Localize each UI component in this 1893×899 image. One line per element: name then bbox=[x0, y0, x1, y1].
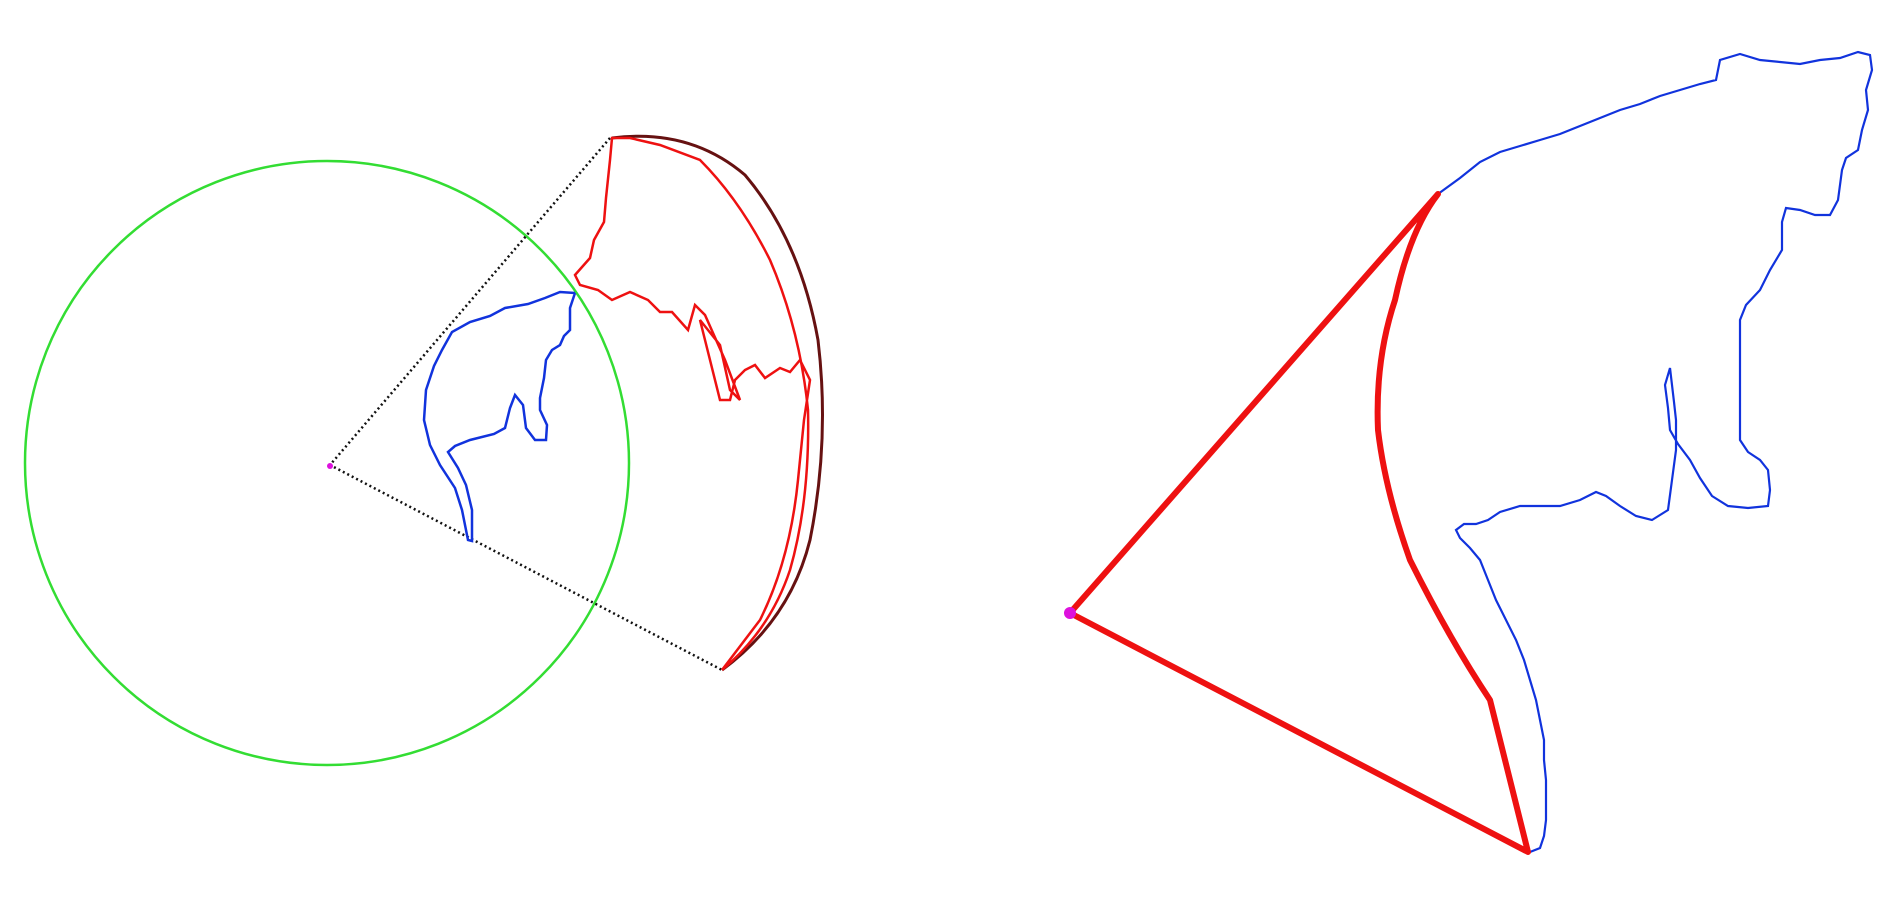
red-triangle-outline bbox=[1067, 191, 1531, 855]
blue-contour bbox=[422, 290, 577, 543]
pivot-point-left bbox=[327, 463, 333, 469]
blue-contour-right bbox=[1437, 50, 1874, 854]
right-panel bbox=[1064, 50, 1874, 855]
green-circle bbox=[23, 159, 631, 767]
red-contour bbox=[573, 136, 812, 671]
outer-arc bbox=[611, 134, 824, 672]
dotted-wedge bbox=[328, 137, 723, 672]
pivot-point-right bbox=[1064, 607, 1076, 619]
left-panel bbox=[23, 134, 824, 767]
